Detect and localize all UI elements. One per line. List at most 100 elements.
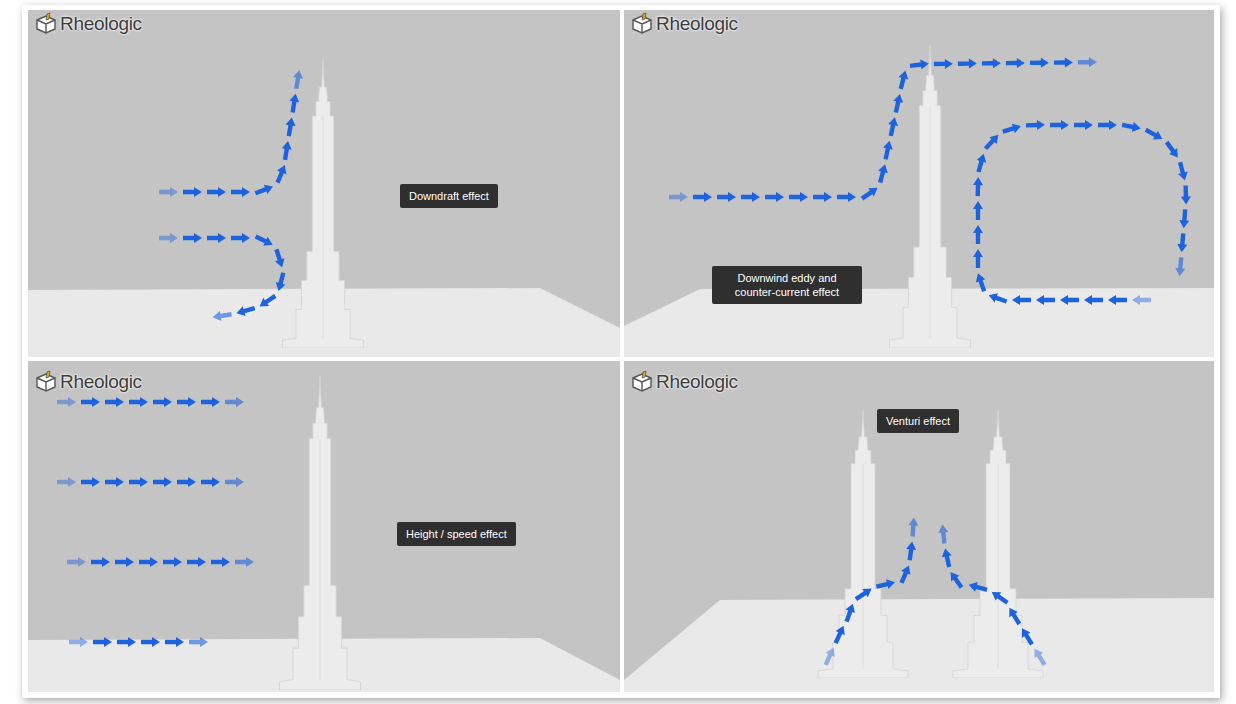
skyscraper — [280, 376, 361, 690]
flow-arrow — [81, 477, 100, 487]
flow-arrow — [1175, 161, 1190, 182]
flow-arrow — [693, 192, 712, 202]
flow-arrow — [1054, 57, 1073, 67]
flow-path — [826, 515, 914, 664]
flow-arrow — [974, 152, 989, 173]
flow-arrow — [231, 233, 250, 243]
brand-name: Rheologic — [656, 13, 738, 35]
flow-arrow — [897, 563, 914, 584]
flow-arrow — [201, 397, 220, 407]
flow-arrow — [973, 201, 983, 220]
skyscraper — [818, 410, 908, 678]
flow-arrow — [1181, 185, 1192, 204]
flow-arrow — [183, 233, 202, 243]
ground — [624, 598, 1214, 692]
flow-arrow — [1036, 295, 1055, 305]
flow-arrow — [187, 557, 206, 567]
flow-arrow — [1001, 121, 1022, 136]
flow-arrow — [284, 117, 297, 137]
flow-arrow — [81, 397, 100, 407]
flow-arrow — [1050, 120, 1069, 130]
flow-arrow — [105, 477, 124, 487]
flow-arrow — [139, 557, 158, 567]
flow-arrow — [1074, 120, 1093, 130]
effect-caption: Venturi effect — [877, 409, 959, 433]
flow-arrow — [947, 569, 966, 590]
effect-caption: Downdraft effect — [400, 184, 498, 208]
flow-arrow — [821, 646, 838, 667]
flow-arrow — [853, 584, 874, 603]
flow-arrow — [789, 192, 808, 202]
caption-text: Venturi effect — [886, 414, 950, 428]
flow-arrow — [859, 184, 880, 203]
flow-arrow — [273, 163, 290, 184]
flow-arrow — [940, 547, 954, 568]
flow-arrow — [1098, 120, 1117, 130]
flow-arrow — [973, 177, 984, 196]
flow-arrow — [159, 187, 178, 197]
flow-arrow — [129, 477, 148, 487]
flow-arrow — [1179, 209, 1191, 229]
logo-icon — [37, 371, 55, 391]
caption-text: Height / speed effect — [406, 527, 507, 541]
flow-path — [978, 125, 1186, 300]
flow-arrow — [189, 637, 208, 647]
flow-arrow — [207, 187, 226, 197]
caption-text: Downwind eddy and counter-current effect — [721, 271, 853, 299]
flow-arrow — [765, 192, 784, 202]
flow-arrow — [212, 309, 232, 322]
flow-arrow — [842, 602, 858, 623]
flow-arrow — [274, 271, 289, 292]
flow-path — [670, 62, 1108, 197]
flow-arrow — [183, 187, 202, 197]
flow-arrow — [837, 192, 856, 202]
skyscraper — [283, 58, 364, 348]
flow-arrow — [69, 637, 88, 647]
flow-arrow — [1132, 295, 1151, 305]
flow-arrow — [67, 557, 86, 567]
flow-arrow — [1177, 233, 1189, 253]
flow-arrow — [896, 69, 910, 90]
brand-name: Rheologic — [60, 371, 142, 393]
flow-arrow — [1026, 120, 1045, 130]
flow-arrow — [207, 233, 226, 243]
arrow-group — [57, 57, 1191, 667]
sky-panel — [28, 10, 620, 357]
flow-arrow — [875, 577, 896, 591]
sky-panel — [624, 361, 1214, 692]
flow-arrow — [1012, 295, 1031, 305]
flow-arrow — [291, 69, 304, 89]
flow-arrow — [934, 59, 953, 69]
flow-arrow — [201, 477, 220, 487]
effect-caption: Height / speed effect — [397, 522, 516, 546]
flow-arrow — [813, 192, 832, 202]
flow-arrow — [1030, 646, 1048, 667]
flow-arrow — [1030, 58, 1049, 68]
flow-arrow — [982, 131, 1002, 152]
sky-panel — [28, 361, 620, 692]
flow-arrow — [1078, 57, 1097, 67]
flow-arrow — [717, 192, 736, 202]
brand-name: Rheologic — [656, 371, 738, 393]
sky-panel — [624, 10, 1214, 357]
flow-arrow — [57, 477, 76, 487]
flow-arrow — [1084, 295, 1103, 305]
flow-arrow — [909, 58, 929, 70]
flow-arrow — [1143, 125, 1164, 143]
flow-arrow — [982, 58, 1001, 68]
flow-arrow — [253, 232, 274, 249]
flow-arrow — [254, 182, 275, 198]
flow-arrow — [129, 397, 148, 407]
flow-arrow — [987, 291, 1008, 307]
caption-text: Downdraft effect — [409, 189, 489, 203]
flow-arrow — [177, 397, 196, 407]
flow-arrow — [1108, 295, 1127, 305]
flow-arrow — [105, 397, 124, 407]
flow-arrow — [886, 116, 900, 137]
flow-arrow — [967, 580, 988, 595]
logo-icon — [633, 371, 651, 391]
flow-arrow — [93, 637, 112, 647]
effect-caption: Downwind eddy and counter-current effect — [712, 266, 862, 304]
